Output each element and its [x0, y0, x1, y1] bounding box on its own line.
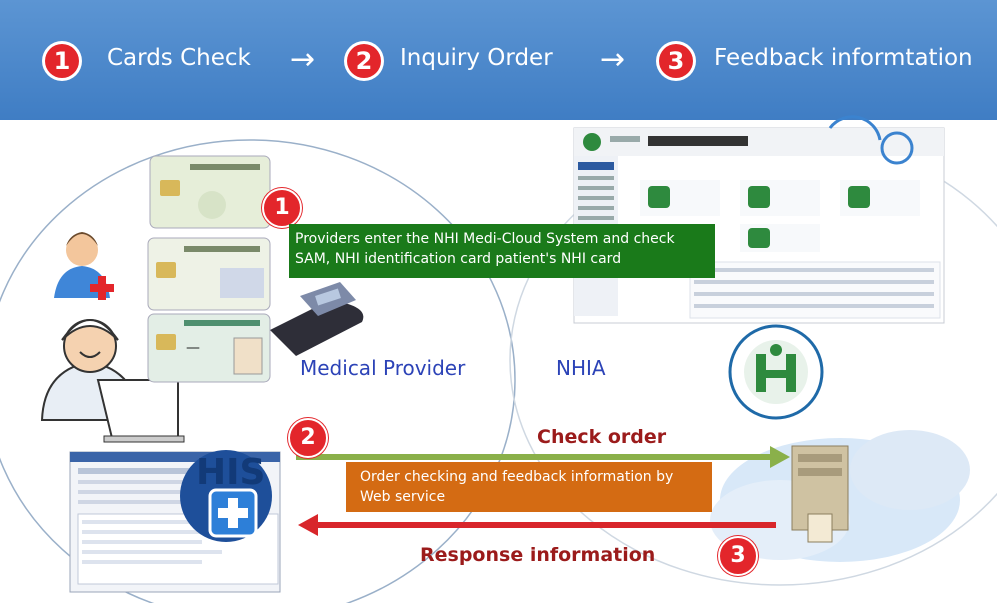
provider-ellipse: [0, 139, 516, 603]
step-1-badge: 1: [42, 41, 82, 81]
response-arrow-icon: [298, 514, 776, 536]
step-3-badge: 3: [656, 41, 696, 81]
web-service-description-box: Order checking and feedback information …: [346, 462, 712, 512]
vpn-portal-screenshot: [573, 115, 945, 324]
card-reader-icon: [270, 282, 364, 356]
step-2-badge: 2: [344, 41, 384, 81]
nhia-logo-icon: [728, 324, 824, 420]
step-arrow-icon: →: [600, 42, 626, 77]
nhia-label: NHIA: [556, 356, 606, 380]
response-information-label: Response information: [420, 544, 656, 566]
nhi-card-icon: —: [147, 155, 271, 383]
check-order-arrow-icon: [296, 446, 790, 468]
check-order-label: Check order: [537, 426, 667, 448]
medical-provider-label: Medical Provider: [300, 356, 466, 380]
process-steps-header: 1 Cards Check → 2 Inquiry Order → 3 Feed…: [0, 0, 997, 120]
his-label: HIS: [196, 452, 266, 493]
patient-icon: [54, 232, 114, 300]
marker-1-badge: 1: [262, 188, 302, 228]
step-arrow-icon: →: [290, 42, 316, 77]
server-cloud-icon: [710, 430, 970, 562]
marker-3-badge: 3: [718, 536, 758, 576]
step-1-label: Cards Check: [107, 45, 251, 71]
step-3-label: Feedback informtation: [714, 45, 973, 71]
svg-text:—: —: [186, 340, 200, 356]
step1-description-box: Providers enter the NHI Medi-Cloud Syste…: [289, 224, 715, 278]
doctor-icon: [40, 319, 185, 443]
step-2-label: Inquiry Order: [400, 45, 553, 71]
marker-2-badge: 2: [288, 418, 328, 458]
his-software-icon: [69, 450, 281, 593]
